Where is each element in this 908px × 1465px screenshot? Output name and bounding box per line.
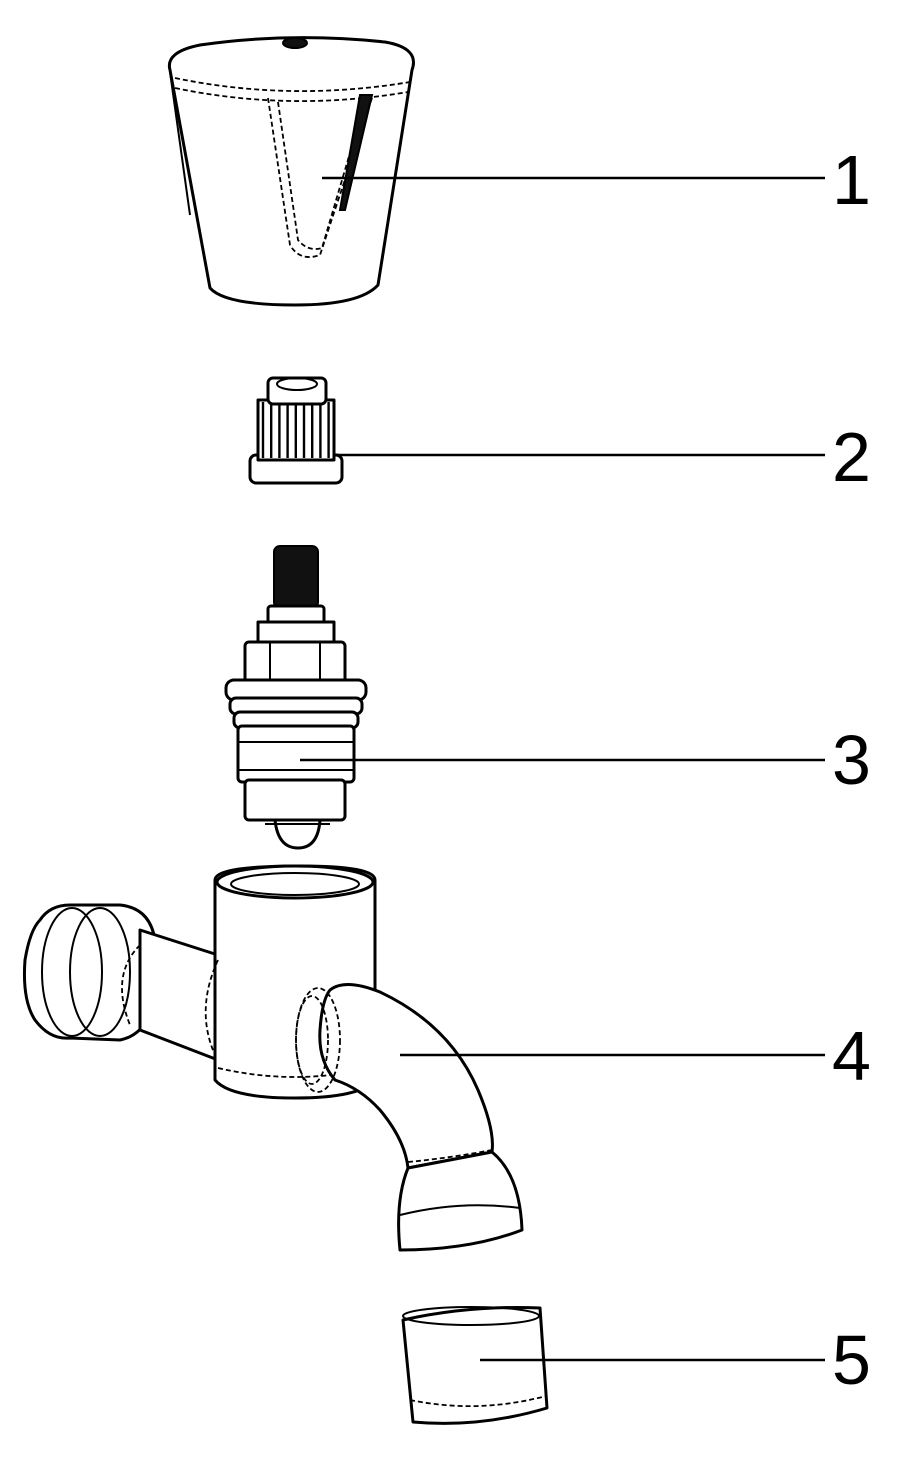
callout-3: 3 <box>832 721 871 799</box>
part-handle-knob <box>167 36 415 307</box>
callout-5: 5 <box>832 1321 871 1399</box>
part-aerator <box>401 1306 549 1425</box>
part-tap-body <box>23 864 524 1252</box>
part-valve-cartridge <box>224 545 368 850</box>
callout-2: 2 <box>832 418 871 496</box>
callout-4: 4 <box>832 1017 871 1095</box>
part-spline-adapter <box>248 376 344 485</box>
callout-1: 1 <box>832 141 871 219</box>
